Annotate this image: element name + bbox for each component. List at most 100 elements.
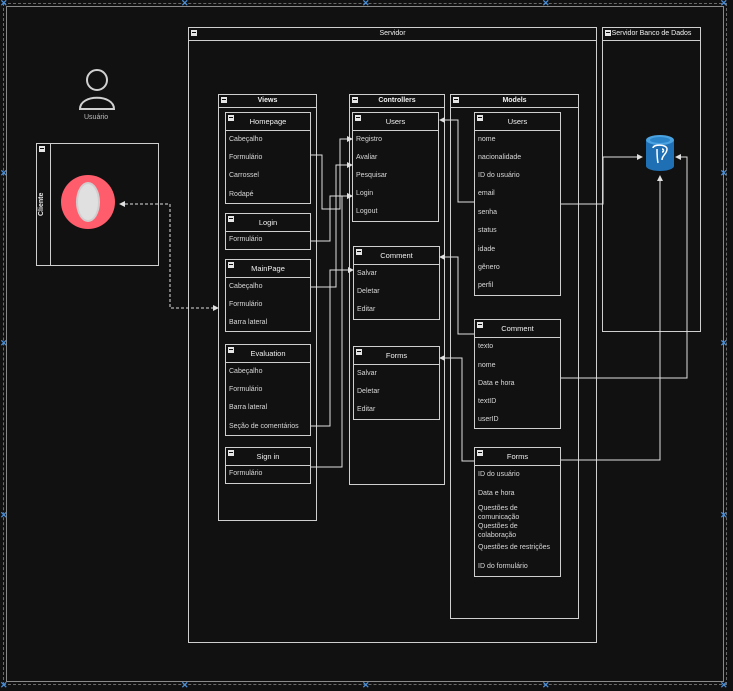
resize-handle-l1[interactable]: ✕ xyxy=(0,168,8,178)
mainpage-view[interactable]: MainPage Cabeçalho Formulário Barra late… xyxy=(225,259,311,332)
comment-controller[interactable]: Comment Salvar Deletar Editar xyxy=(353,246,440,320)
users-model-header: Users xyxy=(475,113,560,131)
collapse-icon[interactable] xyxy=(355,115,361,121)
collapse-icon[interactable] xyxy=(477,115,483,121)
resize-handle-t3[interactable]: ✕ xyxy=(542,0,550,8)
client-container[interactable] xyxy=(36,143,159,266)
collapse-icon[interactable] xyxy=(605,30,611,36)
list-item: Cabeçalho xyxy=(229,283,263,290)
login-view[interactable]: Login Formulário xyxy=(225,213,311,250)
list-item: nacionalidade xyxy=(478,154,522,161)
controllers-header: Controllers xyxy=(350,95,444,108)
models-container[interactable]: Models xyxy=(450,94,579,619)
users-model[interactable]: Users nome nacionalidade ID do usuário e… xyxy=(474,112,561,296)
collapse-icon[interactable] xyxy=(356,249,362,255)
collapse-icon[interactable] xyxy=(221,97,227,103)
list-item: Questões de restrições xyxy=(478,544,550,551)
resize-handle-tl[interactable]: ✕ xyxy=(0,0,8,8)
collapse-icon[interactable] xyxy=(477,450,483,456)
controllers-container[interactable]: Controllers xyxy=(349,94,445,485)
server-container[interactable]: Servidor xyxy=(188,27,597,643)
mainpage-title: MainPage xyxy=(251,264,285,273)
list-item: idade xyxy=(478,246,496,253)
forms-model[interactable]: Forms ID do usuário Data e hora Questões… xyxy=(474,447,561,577)
collapse-icon[interactable] xyxy=(453,97,459,103)
login-to-users xyxy=(311,193,353,242)
collapse-icon[interactable] xyxy=(228,262,234,268)
resize-handle-t1[interactable]: ✕ xyxy=(181,0,189,8)
forms-model-to-db xyxy=(561,175,663,461)
server-title: Servidor xyxy=(379,30,406,37)
collapse-icon[interactable] xyxy=(228,450,234,456)
list-item: Salvar xyxy=(357,370,377,377)
list-item: Pesquisar xyxy=(356,172,388,179)
homepage-header: Homepage xyxy=(226,113,310,131)
list-item: Data e hora xyxy=(478,380,515,387)
list-item: Login xyxy=(356,190,374,197)
users-model-title: Users xyxy=(507,117,528,126)
list-item: userID xyxy=(478,416,499,423)
collapse-icon[interactable] xyxy=(191,30,197,36)
list-item: Formulário xyxy=(229,386,263,393)
resize-handle-tr[interactable]: ✕ xyxy=(720,0,728,8)
collapse-icon[interactable] xyxy=(228,347,234,353)
comment-model[interactable]: Comment texto nome Data e hora textID us… xyxy=(474,319,561,429)
db-server-header: Servidor Banco de Dados xyxy=(603,28,700,41)
list-item: Deletar xyxy=(357,288,380,295)
collapse-icon[interactable] xyxy=(228,216,234,222)
list-item: Questões de comunicação xyxy=(478,505,520,521)
resize-handle-r1[interactable]: ✕ xyxy=(720,168,728,178)
forms-controller-header: Forms xyxy=(354,347,439,365)
evaluation-header: Evaluation xyxy=(226,345,310,363)
evaluation-view[interactable]: Evaluation Cabeçalho Formulário Barra la… xyxy=(225,344,311,436)
signin-title: Sign in xyxy=(256,452,280,461)
client-mainpage-link xyxy=(120,203,219,311)
collapse-icon[interactable] xyxy=(356,349,362,355)
resize-handle-br[interactable]: ✕ xyxy=(720,680,728,690)
list-item: Barra lateral xyxy=(229,319,268,326)
resize-handle-bl[interactable]: ✕ xyxy=(0,680,8,690)
list-item: Editar xyxy=(357,406,376,413)
list-item: Seção de comentários xyxy=(229,423,299,430)
resize-handle-b3[interactable]: ✕ xyxy=(542,680,550,690)
signin-to-users xyxy=(311,193,353,468)
collapse-icon[interactable] xyxy=(39,146,45,152)
resize-handle-t2[interactable]: ✕ xyxy=(362,0,370,8)
resize-handle-b2[interactable]: ✕ xyxy=(362,680,370,690)
list-item: ID do formulário xyxy=(478,563,528,570)
resize-handle-b1[interactable]: ✕ xyxy=(181,680,189,690)
list-item: Editar xyxy=(357,306,376,313)
homepage-title: Homepage xyxy=(249,117,287,126)
postgresql-icon xyxy=(646,135,674,171)
list-item: gênero xyxy=(478,264,500,271)
resize-handle-r2[interactable]: ✕ xyxy=(720,338,728,348)
list-item: senha xyxy=(478,209,498,216)
collapse-icon[interactable] xyxy=(228,115,234,121)
list-item: Formulário xyxy=(229,301,263,308)
comment-model-title: Comment xyxy=(501,324,534,333)
models-header: Models xyxy=(451,95,578,108)
mainpage-header: MainPage xyxy=(226,260,310,278)
collapse-icon[interactable] xyxy=(352,97,358,103)
user-icon[interactable] xyxy=(78,68,118,112)
resize-handle-l3[interactable]: ✕ xyxy=(0,510,8,520)
resize-handle-l2[interactable]: ✕ xyxy=(0,338,8,348)
list-item: Avaliar xyxy=(356,154,378,161)
comment-model-to-db xyxy=(561,154,688,379)
users-model-to-db xyxy=(561,154,643,205)
list-item: Deletar xyxy=(357,388,380,395)
db-server-title: Servidor Banco de Dados xyxy=(611,30,692,37)
list-item: Questões de colaboração xyxy=(478,523,518,539)
collapse-icon[interactable] xyxy=(477,322,483,328)
signin-header: Sign in xyxy=(226,448,310,466)
list-item: Carrossel xyxy=(229,172,259,179)
signin-view[interactable]: Sign in Formulário xyxy=(225,447,311,484)
forms-controller-title: Forms xyxy=(385,351,408,360)
users-controller[interactable]: Users Registro Avaliar Pesquisar Login L… xyxy=(352,112,439,222)
resize-handle-r3[interactable]: ✕ xyxy=(720,510,728,520)
forms-controller[interactable]: Forms Salvar Deletar Editar xyxy=(353,346,440,420)
homepage-view[interactable]: Homepage Cabeçalho Formulário Carrossel … xyxy=(225,112,311,204)
client-header xyxy=(37,144,51,265)
canvas-frame xyxy=(6,6,724,682)
users-controller-header: Users xyxy=(353,113,438,131)
